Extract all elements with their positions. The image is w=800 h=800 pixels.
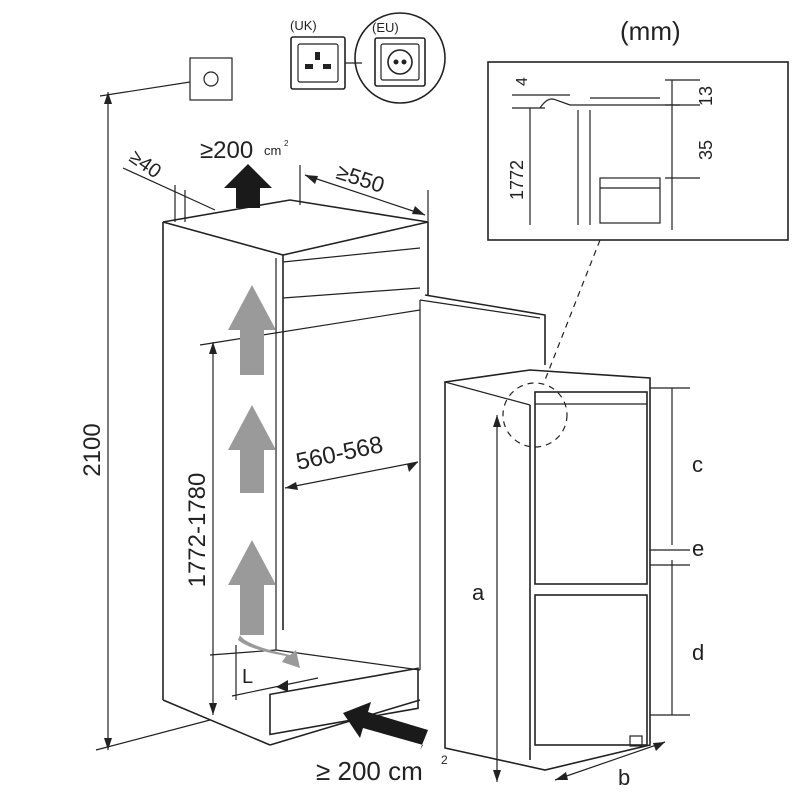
niche-height-dimension: 1772-1780 — [184, 309, 421, 715]
airflow-arrow-icon — [228, 285, 276, 375]
detail-35: 35 — [696, 140, 716, 160]
appliance-e-label: e — [692, 536, 704, 561]
niche-height-label: 1772-1780 — [184, 473, 211, 588]
top-vent-exponent: 2 — [284, 139, 289, 148]
detail-inset: 4 13 35 1772 — [487, 61, 789, 241]
bottom-vent-exponent: 2 — [441, 753, 448, 767]
plinth-dimension: L — [231, 645, 319, 700]
airflow-arrow-icon — [228, 540, 276, 635]
appliance-dimensions: a c e d b — [472, 387, 704, 790]
bottom-vent: ≥ 200 cm 2 — [316, 702, 448, 786]
top-vent-value: ≥200 — [200, 137, 253, 164]
rear-gap-label: ≥40 — [125, 146, 165, 183]
airflow-arrow-icon — [228, 405, 276, 493]
appliance-d-label: d — [692, 640, 704, 665]
detail-1772: 1772 — [507, 160, 527, 200]
cabinet-niche — [162, 199, 546, 746]
top-vent-arrow-icon — [224, 164, 272, 208]
niche-width-label: 560-568 — [294, 431, 386, 476]
top-vent: ≥200 cm 2 — [200, 137, 289, 208]
total-height-label: 2100 — [79, 423, 106, 476]
top-vent-unit: cm — [264, 143, 281, 158]
appliance-c-label: c — [692, 452, 703, 477]
detail-13: 13 — [696, 86, 716, 106]
bottom-vent-label: ≥ 200 cm — [316, 756, 423, 786]
depth-label: ≥550 — [333, 159, 387, 198]
unit-label: (mm) — [620, 16, 681, 46]
eu-socket-label: (EU) — [372, 20, 399, 35]
uk-socket-icon: (UK) — [290, 18, 362, 90]
airflow-arrows — [228, 285, 300, 668]
uk-socket-label: (UK) — [290, 18, 317, 33]
appliance-b-label: b — [618, 765, 630, 790]
total-height-dimension: 2100 — [79, 92, 211, 751]
plinth-label: L — [242, 666, 253, 688]
wall-socket-plate — [99, 57, 233, 101]
bottom-vent-arrow-icon — [343, 702, 428, 750]
detail-4: 4 — [514, 77, 531, 86]
appliance — [444, 369, 651, 771]
eu-socket-icon: (EU) — [354, 12, 446, 104]
appliance-a-label: a — [472, 580, 485, 605]
niche-width-dimension: 560-568 — [284, 431, 419, 490]
